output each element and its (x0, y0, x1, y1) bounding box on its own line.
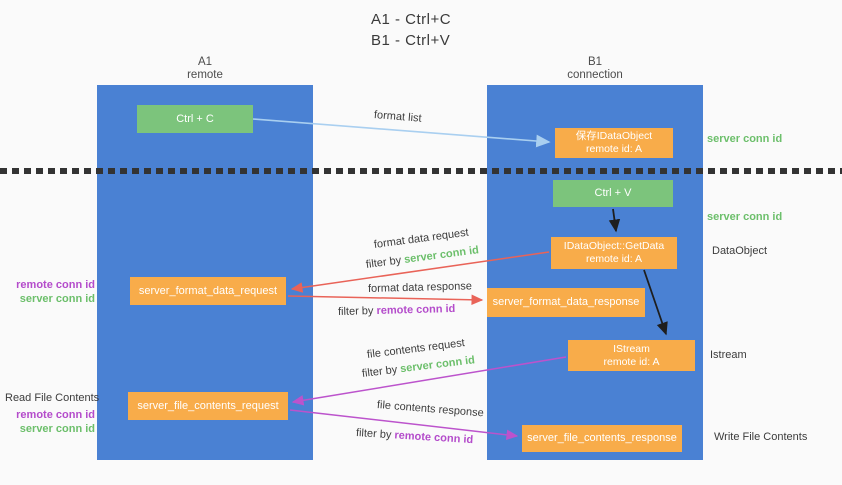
server-file-contents-request-label: server_file_contents_request (137, 399, 279, 412)
ctrl-v-node: Ctrl + V (553, 180, 673, 207)
left-conn-id-group-2: remote conn id server conn id (5, 408, 95, 436)
istream-line1: IStream (613, 342, 650, 355)
column-header-b1: B1 connection (487, 56, 703, 82)
file-contents-request-arrow (291, 356, 567, 406)
format-data-request-arrow (290, 251, 550, 293)
filter-by-text-4: filter by (355, 427, 395, 442)
server-format-data-response-node: server_format_data_response (487, 288, 645, 317)
server-format-data-response-label: server_format_data_response (492, 296, 640, 308)
getdata-line2: remote id: A (585, 253, 643, 265)
idataobject-getdata-node: IDataObject::GetData remote id: A (551, 237, 677, 269)
ctrlv-to-getdata-arrow (608, 208, 621, 233)
title-line-1: A1 - Ctrl+C (371, 11, 452, 28)
remote-conn-id-left-1: remote conn id (16, 279, 95, 291)
server-conn-id-right-top: server conn id (707, 133, 783, 145)
istream-node: IStream remote id: A (568, 340, 695, 371)
format-data-response-arrow (287, 294, 484, 306)
read-file-contents-label: Read File Contents (5, 392, 100, 404)
server-file-contents-response-label: server_file_contents_response (527, 432, 677, 444)
server-conn-id-left-2: server conn id (19, 423, 95, 435)
server-conn-id-left-1: server conn id (19, 293, 95, 305)
remote-conn-id-text-1: remote conn id (376, 302, 456, 317)
write-file-contents-label: Write File Contents (714, 431, 808, 443)
server-file-contents-response-node: server_file_contents_response (522, 425, 682, 452)
ctrl-c-label: Ctrl + C (176, 112, 214, 125)
machine-boundary-dotted-line (0, 168, 842, 174)
server-file-contents-request-node: server_file_contents_request (128, 392, 288, 420)
column-b1-name: B1 (587, 56, 603, 68)
ctrl-v-label: Ctrl + V (594, 187, 632, 199)
remote-conn-id-left-2: remote conn id (16, 409, 95, 421)
save-idataobject-line2: remote id: A (585, 143, 643, 155)
title-line-2: B1 - Ctrl+V (371, 32, 451, 49)
istream-side-label: Istream (710, 349, 747, 361)
filter-by-text-2: filter by (337, 304, 377, 318)
getdata-line1: IDataObject::GetData (563, 240, 665, 252)
column-a1-name: A1 (197, 56, 213, 68)
save-idataobject-line1: 保存IDataObject (575, 130, 653, 142)
server-format-data-request-node: server_format_data_request (130, 277, 286, 305)
server-conn-id-right-mid: server conn id (707, 211, 783, 223)
column-b1-subtitle: connection (567, 69, 623, 81)
file-contents-response-arrow (289, 409, 519, 441)
save-idataobject-node: 保存IDataObject remote id: A (555, 128, 673, 158)
column-header-a1: A1 remote (97, 56, 313, 82)
column-a1-subtitle: remote (187, 69, 223, 81)
dataobject-label: DataObject (712, 245, 768, 257)
diagram-title: A1 - Ctrl+C B1 - Ctrl+V (371, 9, 451, 51)
left-conn-id-group-1: remote conn id server conn id (5, 278, 95, 306)
format-list-arrow (252, 118, 551, 148)
getdata-to-istream-arrow (643, 269, 668, 336)
server-format-data-request-label: server_format_data_request (138, 284, 278, 297)
ctrl-c-node: Ctrl + C (137, 105, 253, 133)
istream-line2: remote id: A (603, 355, 660, 368)
